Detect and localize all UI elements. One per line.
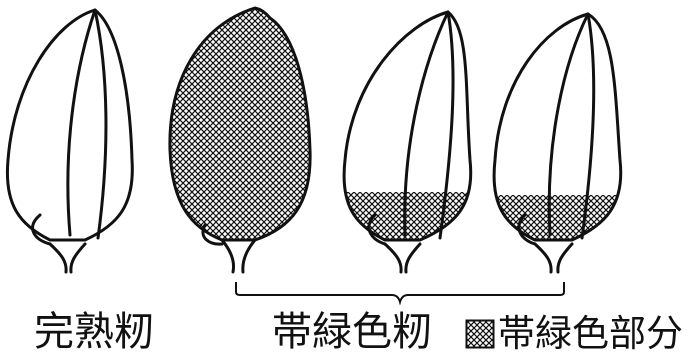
grain-partial-green-1 [340, 12, 480, 272]
legend: 帯緑色部分 [465, 315, 683, 352]
grain-fully-green [170, 8, 310, 272]
group-brace [236, 282, 564, 302]
legend-label: 帯緑色部分 [498, 315, 683, 352]
grain-ripe [7, 10, 132, 272]
legend-hatch-swatch [465, 319, 495, 349]
label-green-band-grain: 帯緑色籾 [272, 312, 432, 352]
grain-partial-green-2 [490, 14, 630, 272]
label-ripe-grain: 完熟籾 [34, 312, 154, 352]
